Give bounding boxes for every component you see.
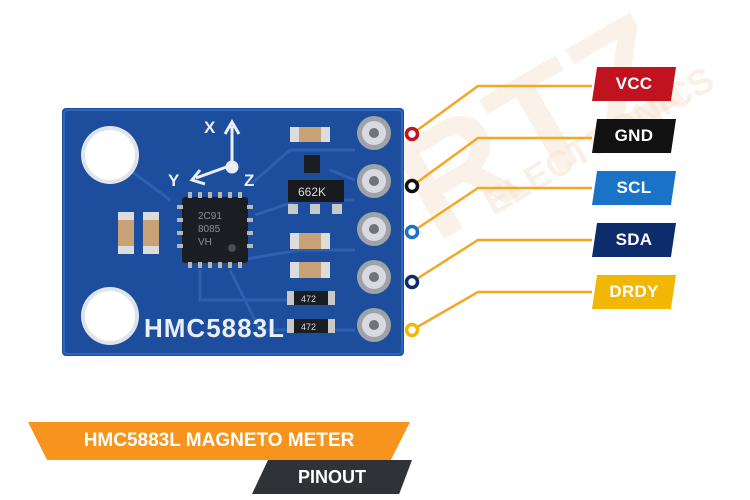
pin-label-drdy: DRDY	[592, 275, 676, 309]
cap-code-2: 472	[301, 322, 316, 332]
connector-scl	[411, 186, 592, 234]
ic-marking-3: VH	[198, 237, 212, 248]
header-pin-scl	[357, 212, 391, 246]
connector-drdy	[411, 290, 592, 332]
left-capacitors	[118, 212, 159, 254]
resistor-code: 662K	[298, 185, 326, 199]
ic-marking-2: 8085	[198, 224, 221, 235]
pin-dot-scl	[404, 224, 420, 240]
pin-dot-vcc	[404, 126, 420, 142]
header-pin-gnd	[357, 164, 391, 198]
header-pins	[357, 116, 391, 342]
cap-code-1: 472	[301, 294, 316, 304]
header-pin-vcc	[357, 116, 391, 150]
axis-z-label: Z	[244, 171, 254, 190]
connector-lines	[411, 84, 592, 332]
connector-sda	[411, 238, 592, 284]
connector-gnd	[411, 136, 592, 188]
header-pin-sda	[357, 260, 391, 294]
pin-label-vcc: VCC	[592, 67, 676, 101]
pin-label-gnd: GND	[592, 119, 676, 153]
axis-indicator	[189, 119, 241, 186]
axis-y-label: Y	[168, 171, 180, 190]
ic-marking-1: 2C91	[198, 211, 222, 222]
connector-vcc	[411, 84, 592, 136]
subtitle-banner: PINOUT	[252, 460, 412, 494]
title-banner: HMC5883L MAGNETO METER	[28, 422, 410, 460]
pin-label-scl: SCL	[592, 171, 676, 205]
pin-dot-sda	[404, 274, 420, 290]
axis-x-label: X	[204, 118, 216, 137]
pin-dot-drdy	[404, 322, 420, 338]
sensor-ic	[177, 192, 253, 268]
pin-dots	[404, 126, 420, 338]
pin-dot-gnd	[404, 178, 420, 194]
pin-label-sda: SDA	[592, 223, 676, 257]
header-pin-drdy	[357, 308, 391, 342]
board-chip-label: HMC5883L	[144, 313, 285, 343]
smd-components	[287, 127, 344, 333]
